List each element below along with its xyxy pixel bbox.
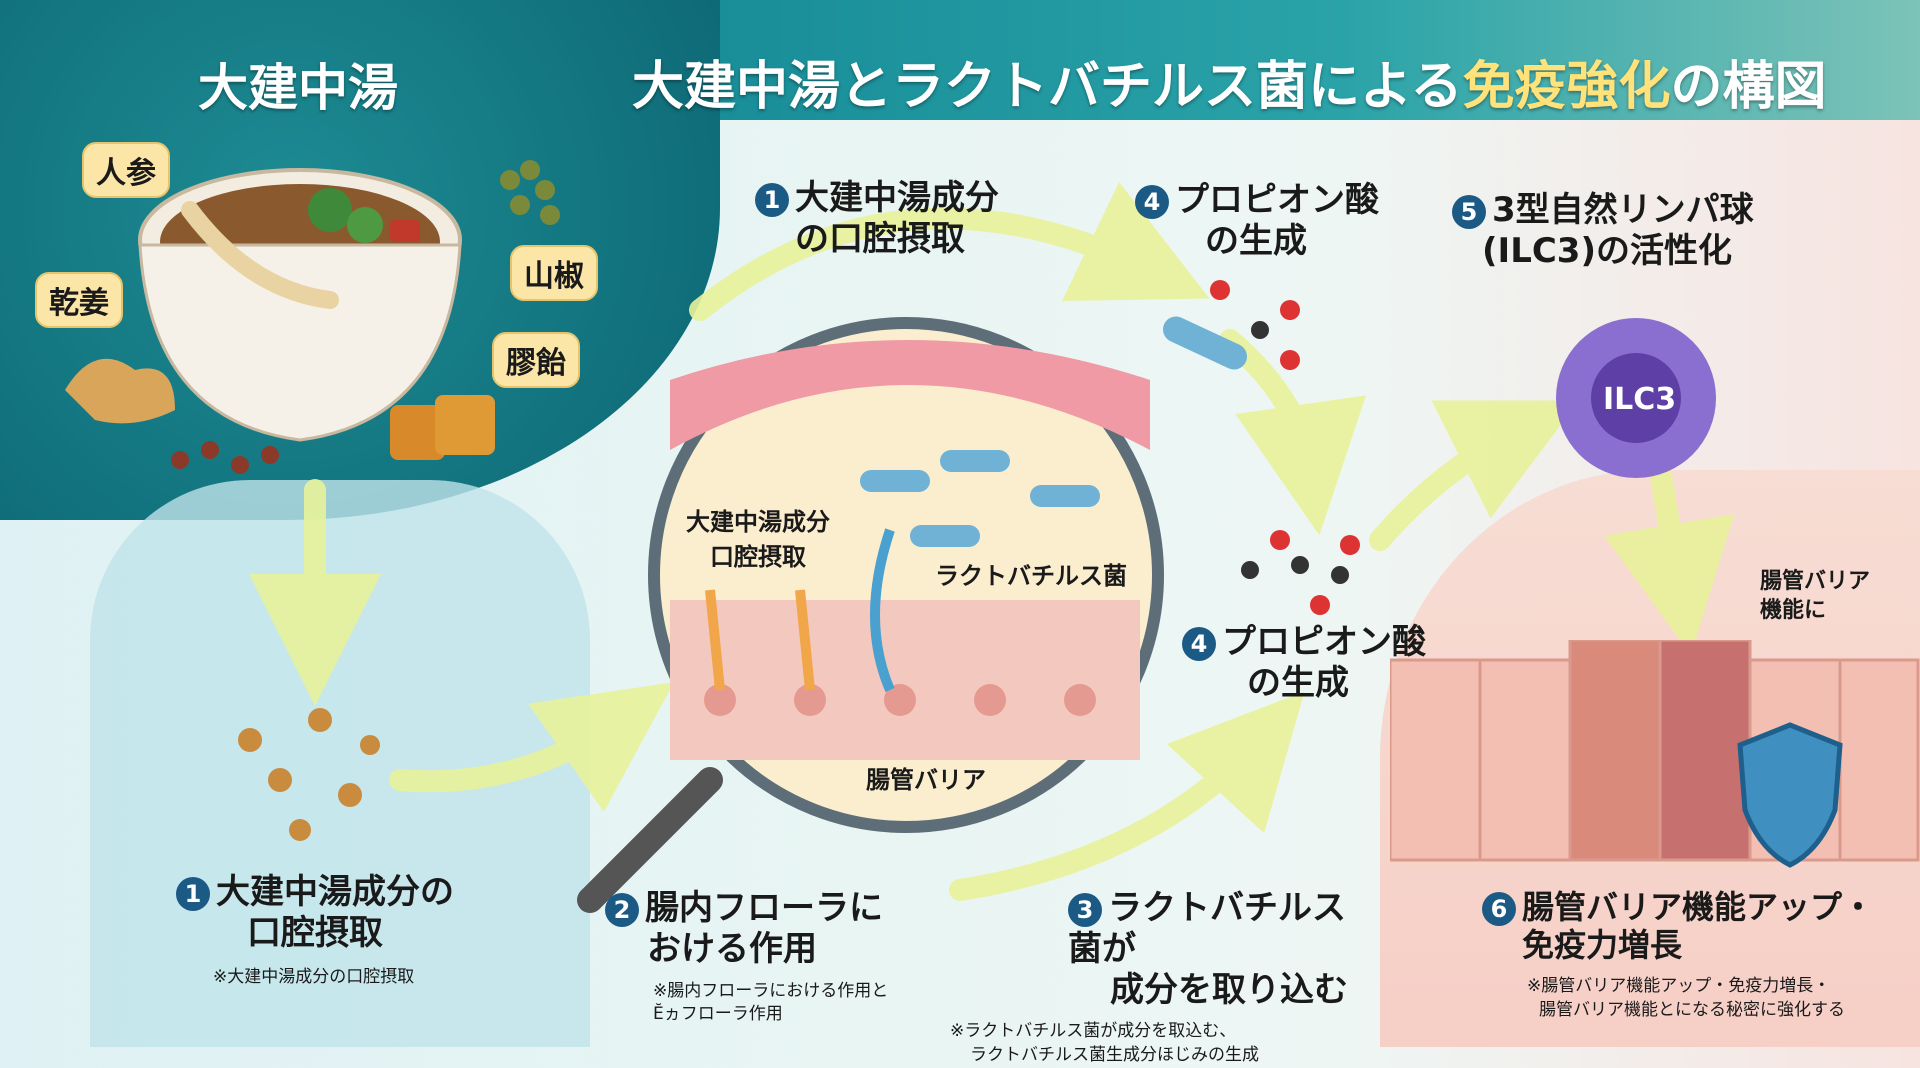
step-line2: 成分を取り込む [1110,969,1348,1010]
step-number-badge: 5 [1452,194,1486,229]
arrow-to-magnifier [389,682,675,812]
step-note-line2: ラクトバチルス菌生成分ほじみの生成 [970,1045,1259,1066]
title-part2: の構図 [1670,57,1827,117]
step-number-badge: 1 [176,876,210,911]
step-line2: の口腔摂取 [795,218,965,259]
magnifier-illustration [577,317,1164,913]
title-highlight: 免疫強化 [1462,57,1671,117]
components-particles [238,708,380,841]
magnifier-bacteria-label: ラクトバチルス菌 [935,562,1127,590]
kouhi-illustration [390,395,495,460]
step-line1: 3型自然リンパ球 [1492,190,1754,230]
step-line2: 免疫力増長 [1522,926,1683,965]
ginger-illustration [65,358,175,424]
step-note-line2: 腸管バリア機能とになる秘密に強化する [1539,999,1845,1020]
arrow-bacteria-to-propionate [949,691,1305,901]
propionate-molecule-mid [1241,530,1360,615]
page-title: 大建中湯とラクトバチルス菌による免疫強化の構図 [632,44,1826,119]
step-number-badge: 3 [1068,892,1102,927]
shield-icon [1737,722,1843,868]
ingredient-sansho: 山椒 [510,245,598,301]
step-number-badge: 2 [605,892,639,927]
step-line2: おける作用 [647,928,817,969]
step-line1: 腸管バリア機能アップ・ [1522,888,1875,926]
step-note-line1: ※腸内フローラにおける作用と [653,980,889,1001]
step-line2: 口腔摂取 [247,912,383,953]
ingredient-kouhi: 膠飴 [492,332,580,388]
recipe-title: 大建中湯 [198,59,398,117]
step-line2: の生成 [1247,662,1349,703]
arrow-to-propionate [689,181,1210,321]
title-part1: 大建中湯とラクトバチルス菌による [632,57,1463,117]
step-line1: ラクトバチルス菌が [1068,888,1346,969]
step-number-badge: 4 [1182,626,1216,661]
ingredient-ginseng: 人参 [82,142,170,198]
step-line1: 大建中湯成分の [216,872,454,912]
step-line2: (ILC3)の活性化 [1482,230,1733,271]
step-number-badge: 1 [755,182,789,217]
arrow-ilc3-to-barrier [1604,459,1735,656]
step-number-badge: 6 [1482,892,1516,926]
barrier-label-line1: 腸管バリア [1760,569,1871,594]
step-line1: 腸内フローラに [645,888,883,928]
step-line2: の生成 [1205,220,1307,261]
arrow-to-ilc3 [1369,400,1580,551]
step-note-line1: ※腸管バリア機能アップ・免疫力増長・ [1527,975,1831,996]
sansho-illustration [500,160,560,225]
propionate-molecule-top [1162,280,1300,370]
step-line1: プロピオン酸 [1175,180,1379,220]
barrier-function-label: 腸管バリア機能に [1760,568,1870,625]
component-line2: 口腔摂取 [710,543,806,571]
step-note-line1: ※ラクトバチルス菌が成分を取込む、 [950,1021,1237,1042]
ilc3-label: ILC3 [1603,382,1677,417]
step-note-line2: Ĕヵフローラ作用 [653,1004,783,1025]
spice-illustration [171,441,279,474]
component-line1: 大建中湯成分 [686,508,830,536]
ilc3-cell [1556,318,1716,478]
magnifier-barrier-label: 腸管バリア [866,766,986,794]
ingredient-dried-ginger: 乾姜 [35,272,123,328]
step-number-badge: 4 [1135,184,1169,219]
magnifier-component-label: 大建中湯成分口腔摂取 [686,502,830,572]
soup-bowl-illustration [138,168,462,442]
barrier-label-line2: 機能に [1760,597,1827,623]
step-line1: 大建中湯成分 [795,178,999,218]
step-note: ※大建中湯成分の口腔摂取 [213,966,415,987]
step-line1: プロピオン酸 [1222,622,1426,662]
